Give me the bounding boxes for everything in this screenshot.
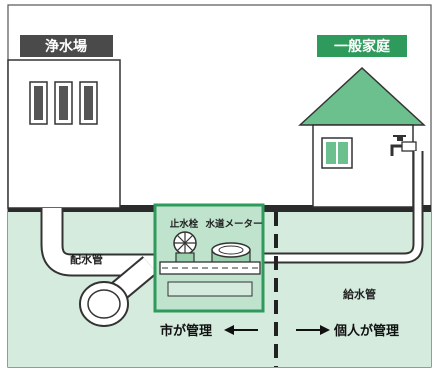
plant-label-text: 浄水場	[45, 38, 87, 55]
distribution-pipe	[42, 208, 155, 275]
distribution-pipe-label: 配水管	[70, 252, 103, 266]
stop-valve-icon	[173, 231, 197, 266]
faucet-icon	[390, 135, 417, 156]
arrow-right-icon	[296, 325, 330, 335]
stop-valve-label: 止水栓	[170, 218, 199, 230]
water-meter-label: 水道メーター	[205, 218, 262, 230]
arrow-left-icon	[224, 325, 258, 335]
home-label-text: 一般家庭	[334, 38, 391, 55]
meter-box: 止水栓 水道メーター	[153, 203, 265, 313]
city-managed-label: 市が管理	[160, 323, 212, 339]
private-managed-label: 個人が管理	[333, 323, 399, 339]
service-pipe-label: 給水管	[343, 287, 376, 301]
home-label: 一般家庭	[317, 35, 407, 57]
plant-label: 浄水場	[20, 35, 113, 57]
service-pipe	[263, 151, 422, 262]
house	[298, 66, 426, 208]
water-plant-building	[7, 59, 121, 209]
water-meter-icon	[211, 242, 251, 267]
